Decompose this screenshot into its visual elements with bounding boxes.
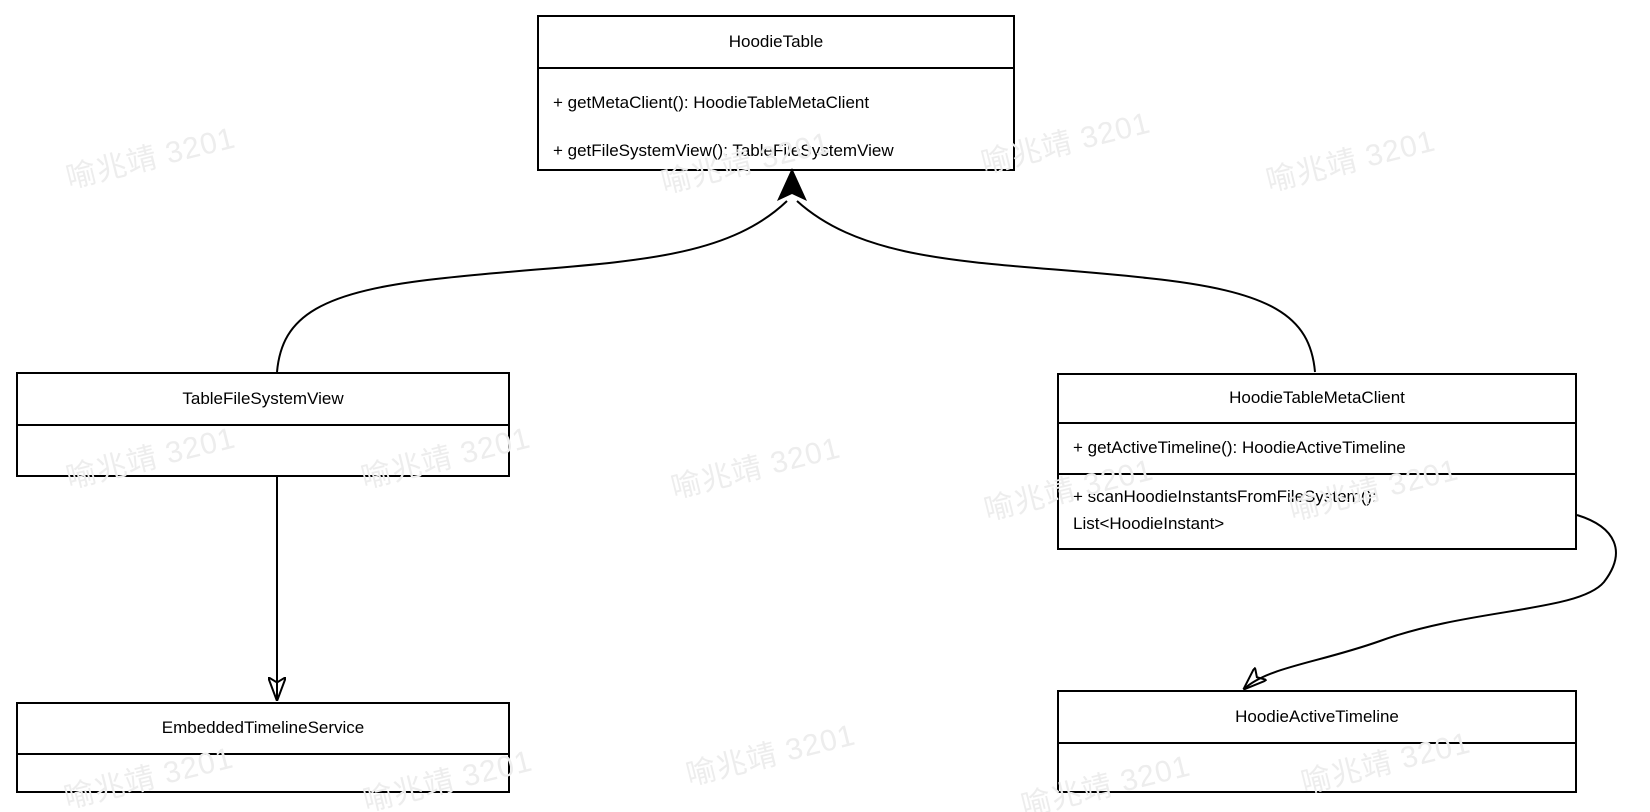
class-method: List<HoodieInstant> [1073, 514, 1225, 534]
class-method: + getActiveTimeline(): HoodieActiveTimel… [1073, 438, 1406, 458]
watermark-text: 喻兆靖 3201 [62, 121, 239, 196]
class-title: HoodieTable [728, 31, 824, 51]
class-empty-compartment [1059, 742, 1575, 791]
class-node-hoodietablemetaclient: HoodieTableMetaClient + getActiveTimelin… [1057, 373, 1577, 550]
watermark-text: 喻兆靖 3201 [682, 718, 859, 793]
class-title: TableFileSystemView [182, 388, 344, 408]
class-method: + scanHoodieInstantsFromFileSystem(): [1073, 487, 1377, 507]
class-node-hoodietable: HoodieTable + getMetaClient(): HoodieTab… [537, 15, 1015, 171]
class-title: HoodieTableMetaClient [1229, 388, 1405, 408]
class-node-embeddedtimelineservice: EmbeddedTimelineService [16, 702, 510, 793]
class-methods-compartment: + scanHoodieInstantsFromFileSystem(): Li… [1059, 473, 1575, 548]
watermark-text: 喻兆靖 3201 [1262, 124, 1439, 199]
class-method: + getFileSystemView(): TableFileSystemVi… [553, 140, 894, 160]
class-methods-compartment: + getMetaClient(): HoodieTableMetaClient… [539, 67, 1013, 169]
watermark-text: 喻兆靖 3201 [667, 431, 844, 506]
class-method: + getMetaClient(): HoodieTableMetaClient [553, 92, 870, 112]
class-empty-compartment [18, 753, 508, 791]
edge-hoodietablemetaclient-to-hoodietable [796, 200, 1316, 373]
edge-tablefilesystemview-to-hoodietable [276, 200, 788, 373]
class-node-tablefilesystemview: TableFileSystemView [16, 372, 510, 477]
class-title: HoodieActiveTimeline [1235, 706, 1399, 726]
class-methods-compartment: + getActiveTimeline(): HoodieActiveTimel… [1059, 422, 1575, 473]
class-title: EmbeddedTimelineService [161, 718, 365, 738]
class-node-hoodieactivetimeline: HoodieActiveTimeline [1057, 690, 1577, 793]
class-empty-compartment [18, 424, 508, 475]
